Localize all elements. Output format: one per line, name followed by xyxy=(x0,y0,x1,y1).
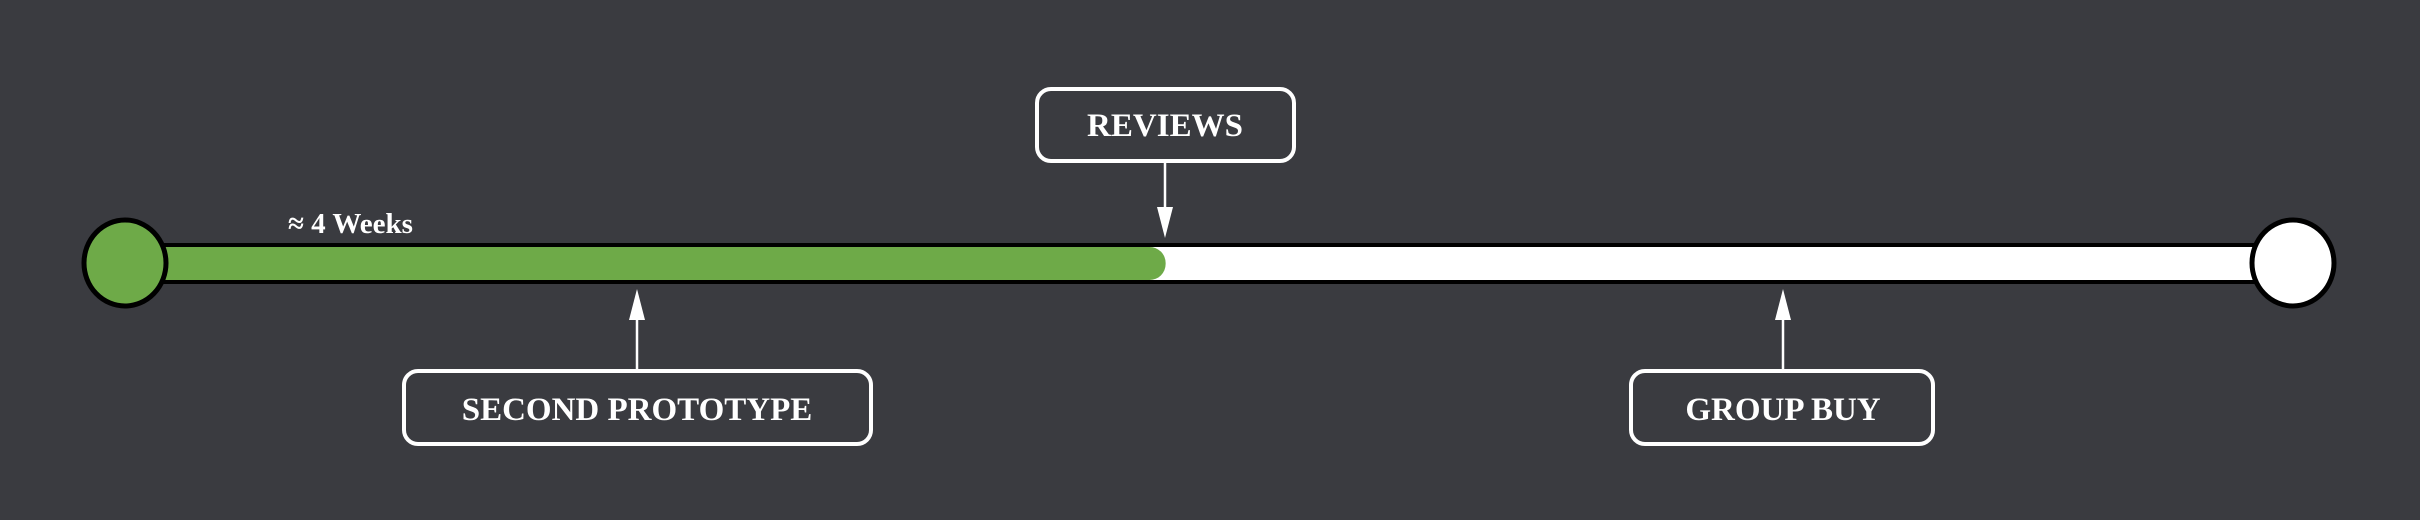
milestone-reviews: REVIEWS xyxy=(1035,87,1296,238)
milestone-label: SECOND PROTOTYPE xyxy=(462,392,813,428)
milestone-box xyxy=(402,369,873,446)
arrow-up-icon xyxy=(1775,289,1791,320)
progress-fill-body xyxy=(125,247,1146,280)
milestone-box xyxy=(1035,87,1296,163)
milestone-second-prototype: SECOND PROTOTYPE xyxy=(402,289,873,446)
milestone-box xyxy=(1629,369,1935,446)
milestone-label: GROUP BUY xyxy=(1685,392,1880,428)
duration-label: ≈ 4 Weeks xyxy=(288,208,413,240)
start-node xyxy=(81,217,169,309)
milestone-group-buy: GROUP BUY xyxy=(1629,289,1935,446)
arrow-up-icon xyxy=(629,289,645,320)
milestone-label: REVIEWS xyxy=(1087,108,1243,144)
arrow-down-icon xyxy=(1157,207,1173,238)
end-node xyxy=(2249,217,2337,309)
